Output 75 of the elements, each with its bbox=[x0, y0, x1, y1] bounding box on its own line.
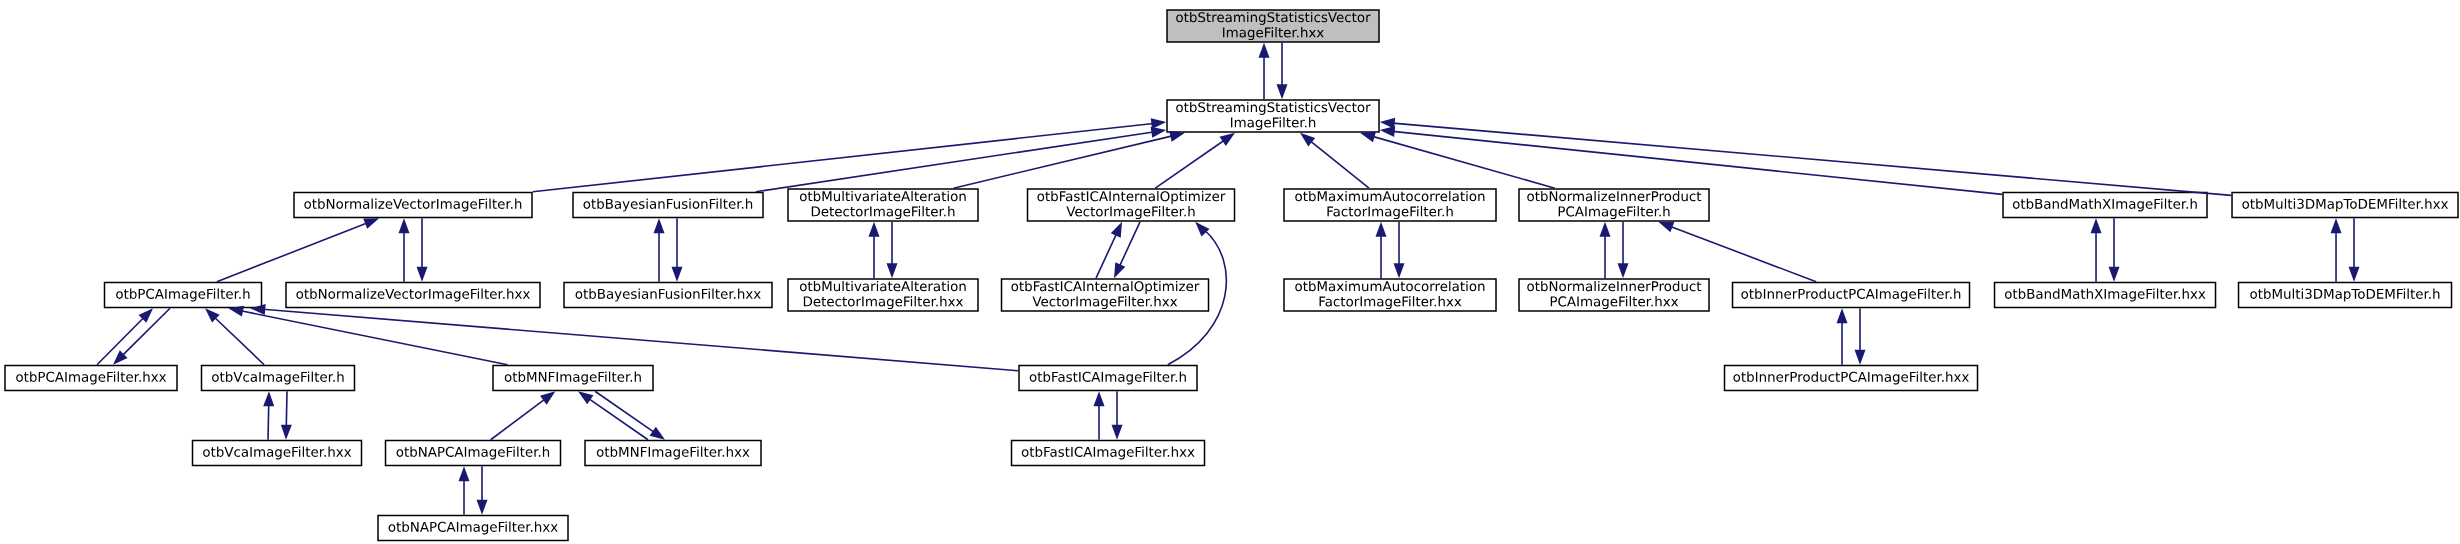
file-box: otbBayesianFusionFilter.hxx bbox=[563, 281, 773, 309]
file-box: otbMultivariateAlteration DetectorImageFilter.h bbox=[787, 188, 979, 222]
file-box: otbPCAImageFilter.hxx bbox=[4, 364, 178, 392]
file-box: otbNAPCAImageFilter.h bbox=[384, 439, 562, 467]
arrow bbox=[216, 218, 380, 283]
arrow bbox=[2348, 217, 2360, 282]
file-box: otbNAPCAImageFilter.hxx bbox=[377, 514, 569, 542]
file-box: otbVcaImageFilter.h bbox=[200, 364, 356, 392]
file-box: otbMultivariateAlteration DetectorImageFilter.hxx bbox=[787, 278, 979, 312]
file-box: otbMNFImageFilter.hxx bbox=[584, 439, 762, 467]
arrow bbox=[594, 390, 665, 440]
file-box: otbMNFImageFilter.h bbox=[492, 364, 654, 392]
arrow bbox=[280, 390, 292, 440]
file-box: otbVcaImageFilter.hxx bbox=[191, 439, 363, 467]
arrow bbox=[952, 130, 1185, 189]
file-box: otbNormalizeInnerProduct PCAImageFilter.hxx bbox=[1518, 278, 1710, 312]
arrow bbox=[1617, 221, 1629, 279]
arrow bbox=[1360, 131, 1556, 189]
arrow bbox=[1154, 132, 1235, 189]
arrow bbox=[1093, 391, 1105, 441]
arrow bbox=[489, 391, 556, 441]
arrow bbox=[1258, 42, 1270, 100]
arrow bbox=[1393, 221, 1405, 279]
arrow bbox=[458, 466, 470, 516]
arrow bbox=[228, 305, 509, 366]
arrow bbox=[868, 221, 880, 279]
file-box: otbInnerProductPCAImageFilter.h bbox=[1731, 281, 1971, 309]
arrow bbox=[263, 391, 275, 441]
arrow bbox=[250, 304, 1020, 372]
arrow bbox=[2108, 217, 2120, 282]
arrow bbox=[1836, 308, 1848, 366]
arrow bbox=[1095, 221, 1122, 279]
file-box: otbFastICAInternalOptimizer VectorImageFilter.hxx bbox=[1000, 278, 1210, 312]
arrow bbox=[96, 308, 153, 366]
file-box: otbMulti3DMapToDEMFilter.h bbox=[2237, 281, 2453, 309]
arrow bbox=[1854, 307, 1866, 365]
arrow bbox=[531, 118, 1167, 193]
file-box: otbNormalizeVectorImageFilter.h bbox=[293, 191, 533, 219]
file-box: otbStreamingStatisticsVector ImageFilter.hxx bbox=[1166, 9, 1380, 43]
file-box: otbStreamingStatisticsVector ImageFilter.h bbox=[1166, 99, 1380, 133]
arrow bbox=[2330, 218, 2342, 283]
file-box: otbInnerProductPCAImageFilter.hxx bbox=[1723, 364, 1979, 392]
arrow bbox=[1658, 221, 1817, 283]
file-box: otbFastICAImageFilter.h bbox=[1018, 364, 1198, 392]
file-box: otbMaximumAutocorrelation FactorImageFilter.hxx bbox=[1283, 278, 1497, 312]
arrow bbox=[113, 307, 171, 365]
arrow bbox=[886, 221, 898, 279]
arrow bbox=[416, 217, 428, 282]
file-box: otbMaximumAutocorrelation FactorImageFilter.h bbox=[1283, 188, 1497, 222]
arrow bbox=[578, 391, 649, 441]
arrow bbox=[398, 218, 410, 283]
arrow bbox=[2090, 218, 2102, 283]
arrow bbox=[476, 465, 488, 515]
file-box: otbFastICAImageFilter.hxx bbox=[1010, 439, 1206, 467]
file-box: otbBandMathXImageFilter.h bbox=[2002, 191, 2208, 219]
file-box: otbFastICAInternalOptimizer VectorImageFilter.h bbox=[1026, 188, 1236, 222]
arrow bbox=[1599, 221, 1611, 279]
arrow bbox=[755, 126, 1167, 193]
arrow bbox=[1114, 221, 1141, 279]
arrow bbox=[1379, 126, 2004, 196]
arrow bbox=[671, 217, 683, 282]
file-box: otbPCAImageFilter.h bbox=[103, 281, 263, 309]
file-box: otbBandMathXImageFilter.hxx bbox=[1993, 281, 2217, 309]
arrow bbox=[1111, 390, 1123, 440]
file-box: otbNormalizeInnerProduct PCAImageFilter.h bbox=[1518, 188, 1710, 222]
arrow bbox=[1379, 117, 2233, 197]
arrow bbox=[205, 308, 265, 366]
arrow bbox=[653, 218, 665, 283]
arrow bbox=[1300, 132, 1370, 189]
file-box: otbNormalizeVectorImageFilter.hxx bbox=[285, 281, 541, 309]
arrow bbox=[1166, 221, 1228, 366]
arrow bbox=[1276, 42, 1288, 100]
file-box: otbBayesianFusionFilter.h bbox=[572, 191, 764, 219]
arrow bbox=[1375, 221, 1387, 279]
file-box: otbMulti3DMapToDEMFilter.hxx bbox=[2231, 191, 2459, 219]
